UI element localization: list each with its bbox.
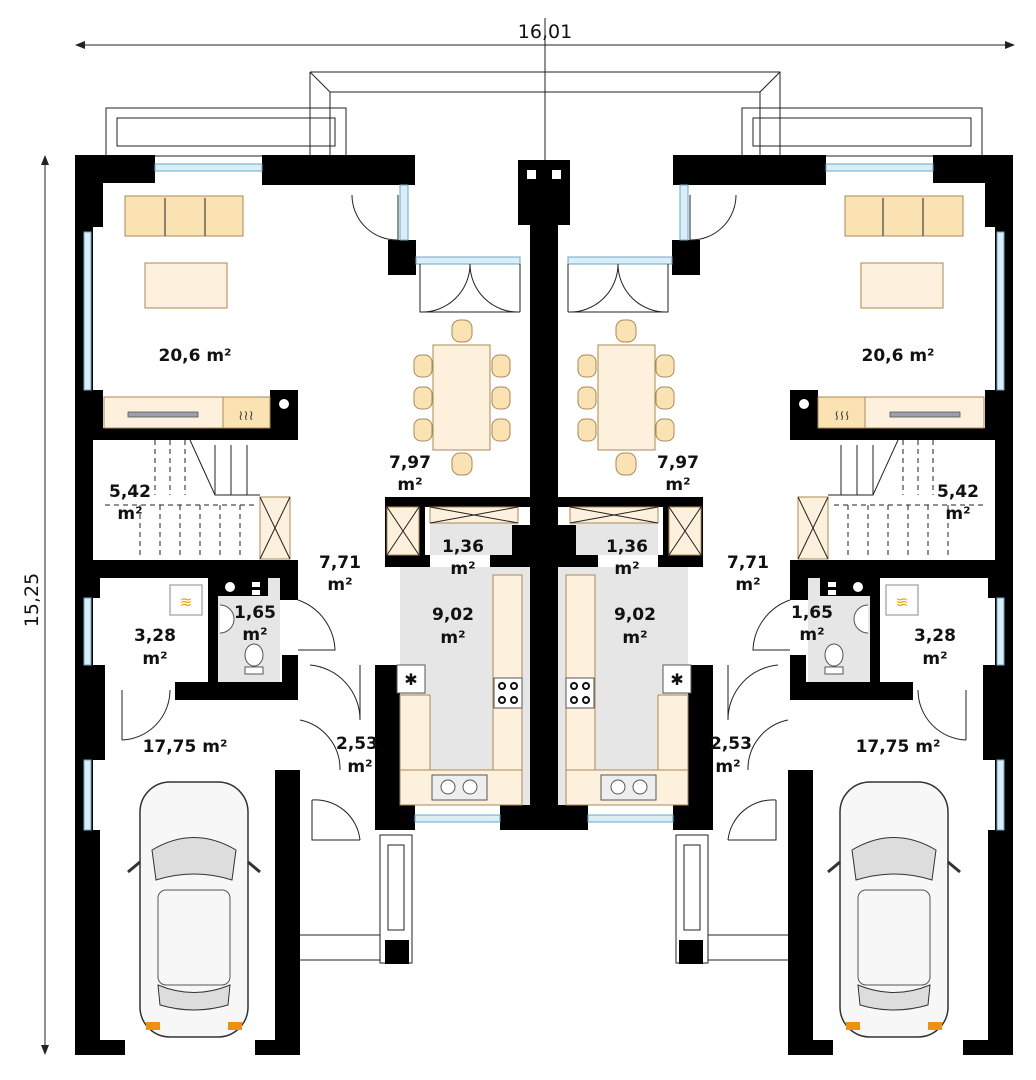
room-area-pantry: 1,36	[442, 537, 484, 557]
room-area-stairs: 5,42	[937, 482, 979, 502]
washbasin	[219, 604, 235, 634]
room-area-garage: 17,75 m²	[856, 737, 941, 757]
room-unit-vestibule: m²	[715, 757, 740, 777]
room-unit-hall: m²	[735, 575, 760, 595]
room-area-kitchen: 9,02	[432, 605, 474, 625]
room-area-garage: 17,75 m²	[143, 737, 228, 757]
room-unit-stairs: m²	[117, 504, 142, 524]
room-area-boiler: 3,28	[914, 626, 956, 646]
sofa	[124, 195, 244, 237]
right-unit-mirror-plan	[541, 106, 1015, 1057]
room-unit-wc: m²	[242, 625, 267, 645]
room-unit-wc: m²	[799, 625, 824, 645]
height-dimension-label: 15,25	[21, 573, 43, 627]
canopy	[105, 107, 347, 157]
height-dimension: 15,25	[21, 155, 49, 1055]
room-area-dining: 7,97	[657, 453, 699, 473]
chimney-flue	[527, 170, 536, 179]
room-area-vestibule: 2,53	[710, 734, 752, 754]
doors	[121, 194, 521, 841]
room-unit-boiler: m²	[142, 649, 167, 669]
room-unit-kitchen: m²	[440, 628, 465, 648]
room-area-boiler: 3,28	[134, 626, 176, 646]
right-unit-labels: 20,6 m² 5,42 m² 7,97 m² 1,36 m² 7,71 m² …	[606, 346, 979, 777]
room-unit-kitchen: m²	[622, 628, 647, 648]
room-unit-hall: m²	[327, 575, 352, 595]
room-area-stairs: 5,42	[109, 482, 151, 502]
room-area-hall: 7,71	[319, 553, 361, 573]
boiler	[169, 584, 203, 616]
flue-icon	[279, 399, 289, 409]
room-unit-vestibule: m²	[347, 757, 372, 777]
room-area-wc: 1,65	[791, 603, 833, 623]
walls	[75, 155, 545, 1055]
room-area-living: 20,6 m²	[861, 346, 934, 366]
cooktop	[493, 677, 523, 709]
snowflake-icon: ✱	[404, 672, 417, 689]
room-unit-dining: m²	[665, 475, 690, 495]
room-unit-dining: m²	[397, 475, 422, 495]
unit-half-plan: ≀≀≀ ≋	[75, 107, 545, 1055]
room-unit-stairs: m²	[945, 504, 970, 524]
room-area-living: 20,6 m²	[158, 346, 231, 366]
roof-outline	[309, 18, 781, 160]
left-unit-labels: 20,6 m² 5,42 m² 7,97 m² 1,36 m² 7,71 m² …	[109, 346, 484, 777]
dining-set	[413, 319, 511, 476]
fridge	[396, 664, 426, 694]
windows	[83, 163, 521, 831]
heating-icon: ≋	[180, 593, 193, 611]
fireplace	[222, 396, 271, 429]
room-area-pantry: 1,36	[606, 537, 648, 557]
car	[127, 781, 261, 1038]
room-area-kitchen: 9,02	[614, 605, 656, 625]
staircase	[105, 439, 291, 560]
toilet	[244, 643, 264, 667]
porch	[300, 834, 413, 964]
room-area-dining: 7,97	[389, 453, 431, 473]
room-unit-boiler: m²	[922, 649, 947, 669]
room-unit-pantry: m²	[614, 559, 639, 579]
fire-icon: ≀≀≀	[238, 408, 254, 424]
sink	[431, 774, 488, 801]
tv	[127, 411, 199, 418]
room-unit-pantry: m²	[450, 559, 475, 579]
room-area-hall: 7,71	[727, 553, 769, 573]
room-area-vestibule: 2,53	[336, 734, 378, 754]
room-area-wc: 1,65	[234, 603, 276, 623]
coffee-table	[144, 262, 228, 309]
